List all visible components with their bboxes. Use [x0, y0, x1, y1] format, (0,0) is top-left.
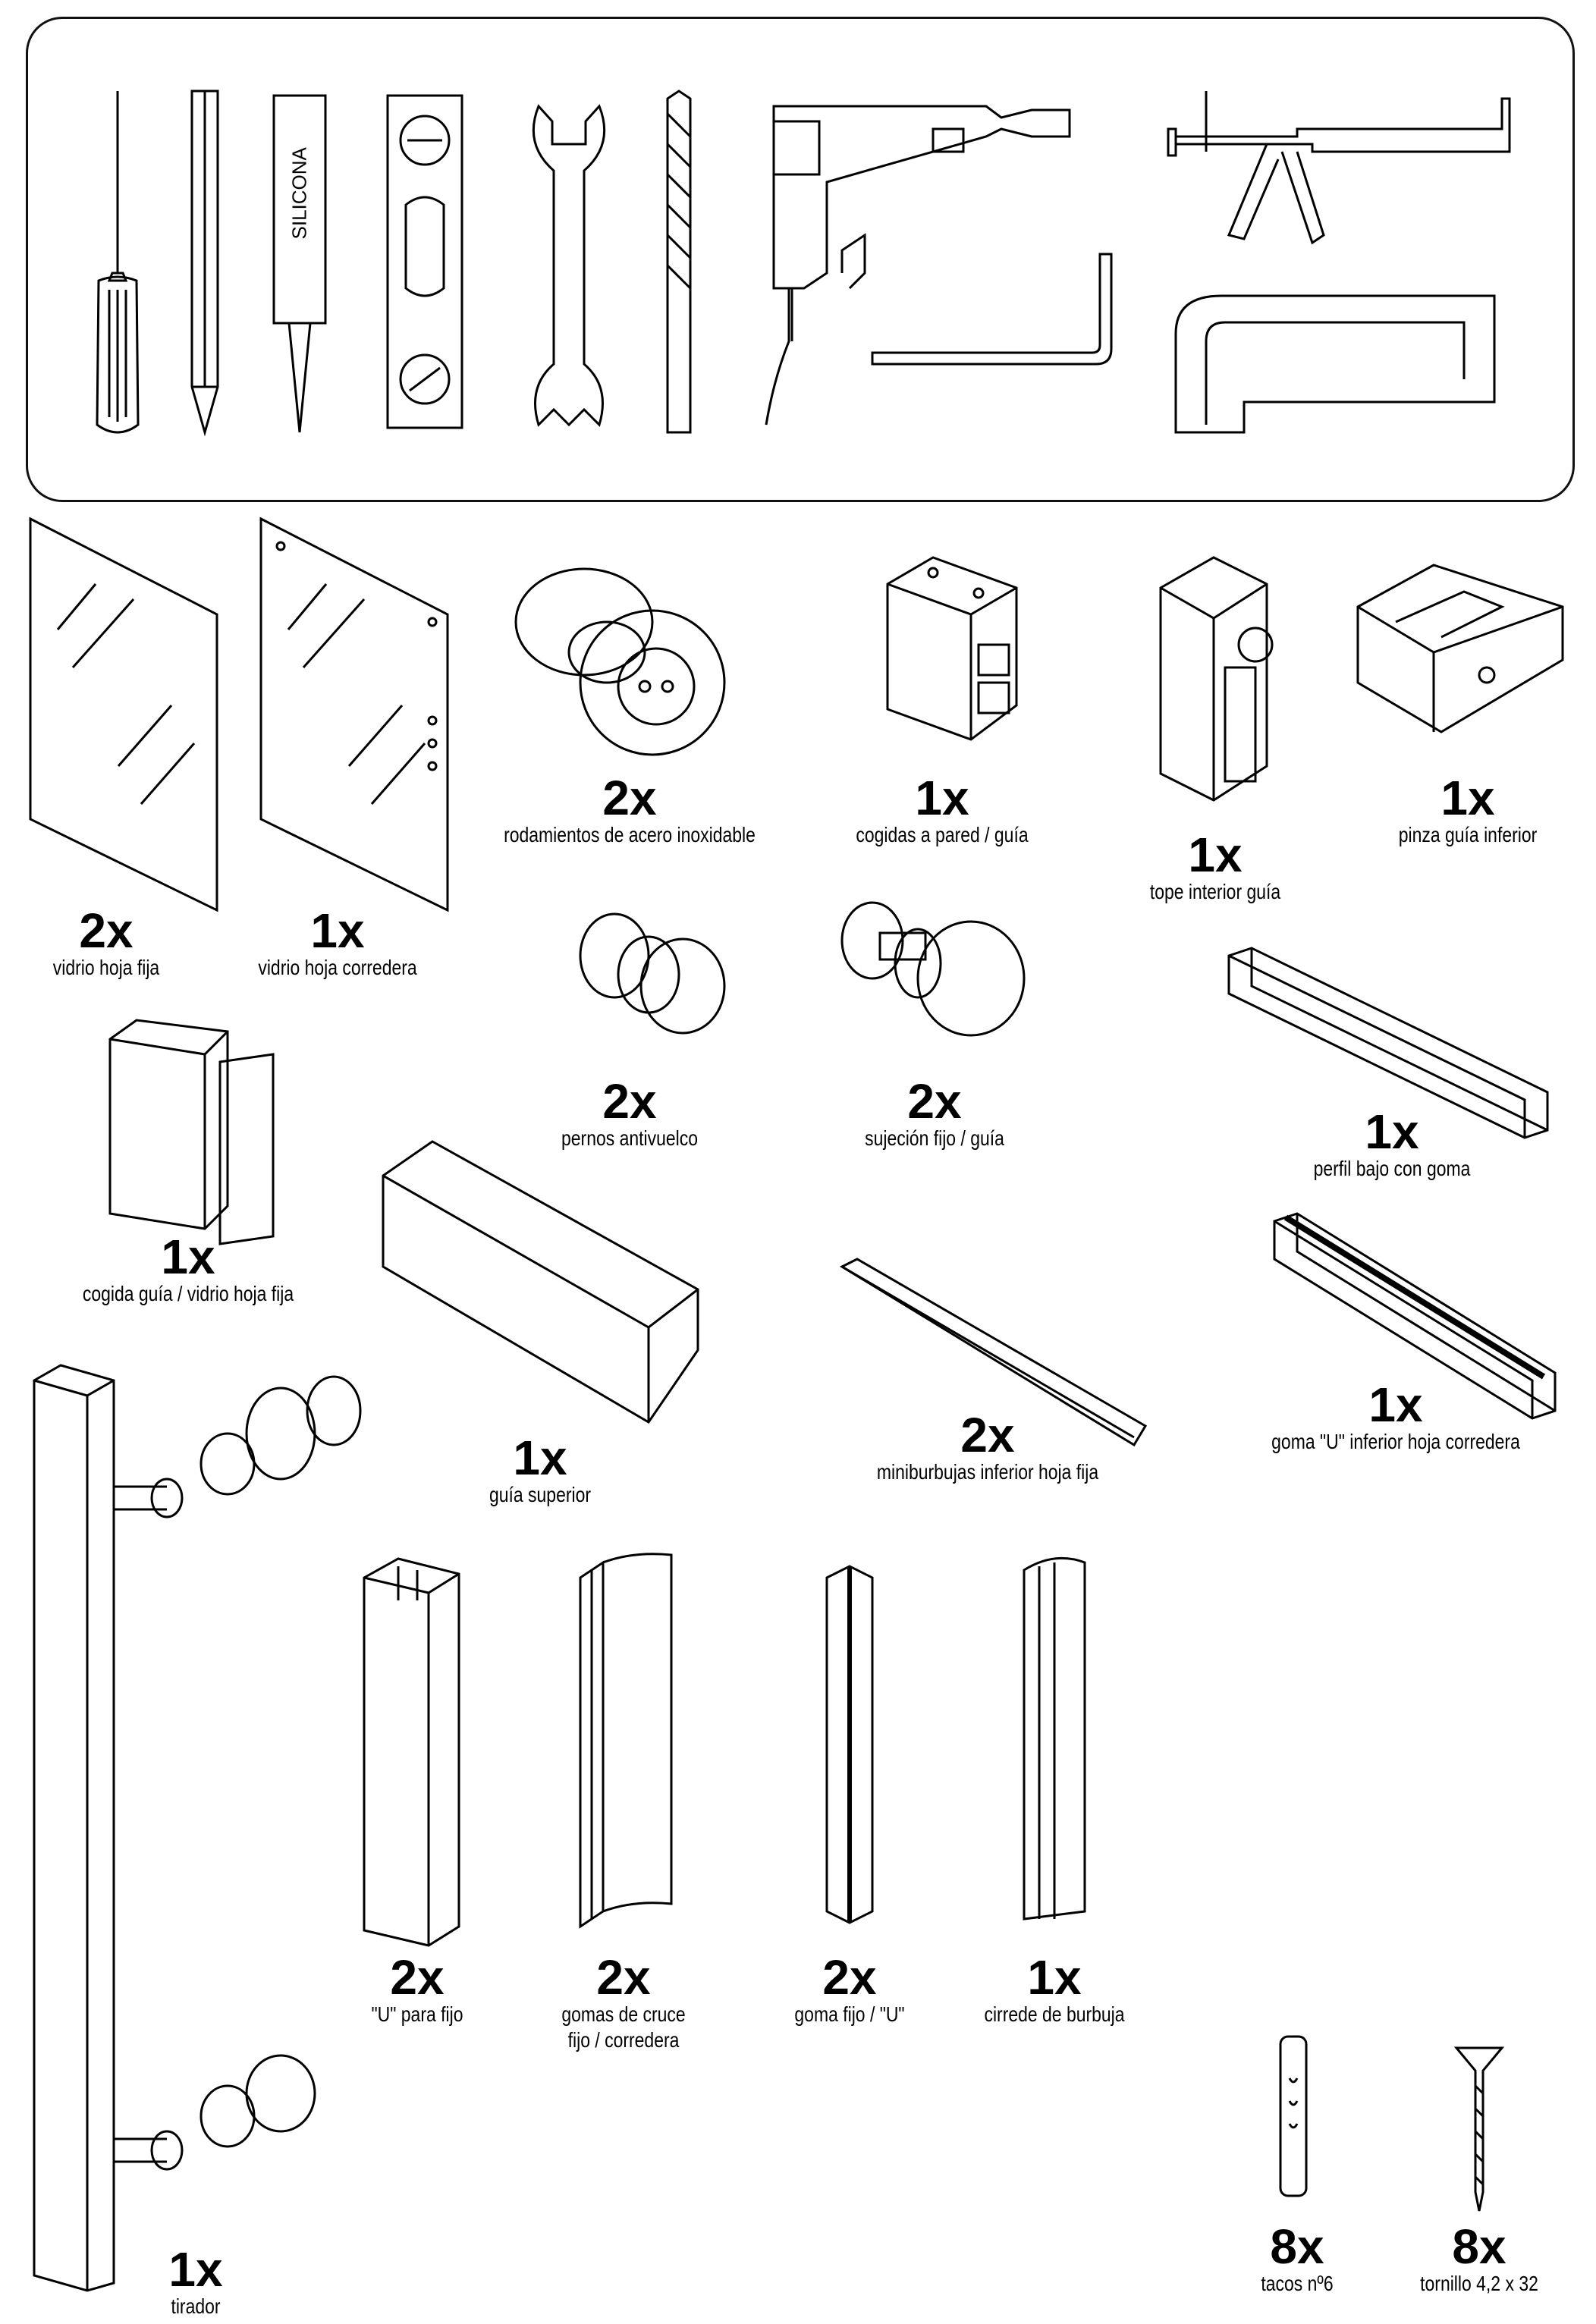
quantity: 2x	[79, 903, 134, 958]
silicone-label: SILICONA	[287, 147, 311, 240]
wall-bracket-icon	[880, 554, 1024, 743]
quantity: 1x	[1440, 771, 1495, 825]
quantity: 1x	[1368, 1377, 1423, 1432]
part-name: vidrio hoja fija	[52, 956, 160, 979]
part-name: "U" para fijo	[371, 2002, 463, 2026]
glass-guide-clamp-icon	[106, 1016, 281, 1244]
part-name: rodamientos de acero inoxidable	[504, 823, 756, 846]
part-label-cogida-guia-vidrio: 1x cogida guía / vidrio hoja fija	[59, 1233, 316, 1307]
bottom-u-rubber-icon	[1259, 1214, 1563, 1418]
quantity: 1x	[1027, 1950, 1082, 2005]
fixed-guide-fastener-icon	[834, 895, 1032, 1047]
bottom-profile-icon	[1214, 941, 1563, 1138]
part-name: guía superior	[489, 1483, 592, 1506]
quantity: 2x	[822, 1950, 877, 2005]
crossing-seal-icon	[573, 1547, 679, 1934]
door-handle-icon	[30, 1365, 364, 2291]
quantity: 2x	[960, 1408, 1015, 1462]
hacksaw-icon	[1161, 288, 1510, 440]
part-name: goma "U" inferior hoja corredera	[1271, 1430, 1520, 1453]
screwdriver-icon	[83, 91, 152, 440]
power-drill-icon	[759, 91, 1077, 440]
part-label-pernos-antivuelco: 2x pernos antivuelco	[546, 1077, 712, 1151]
quantity: 1x	[310, 903, 365, 958]
part-label-tacos: 8x tacos nº6	[1253, 2222, 1341, 2297]
quantity: 2x	[596, 1950, 651, 2005]
top-guide-icon	[379, 1138, 705, 1426]
part-label-tope-interior: 1x tope interior guía	[1136, 831, 1295, 905]
part-label-tornillo: 8x tornillo 4,2 x 32	[1407, 2222, 1551, 2297]
bubble-seal-rod-icon	[834, 1259, 1153, 1449]
part-name: cogidas a pared / guía	[856, 823, 1029, 846]
part-label-goma-fijo-u: 2x goma fijo / "U"	[782, 1953, 916, 2027]
part-name: cogida guía / vidrio hoja fija	[82, 1282, 294, 1305]
quantity: 1x	[1365, 1104, 1419, 1159]
glass-panel-sliding-icon	[258, 516, 455, 910]
quantity: 8x	[1270, 2219, 1324, 2274]
part-name: sujeción fijo / guía	[865, 1126, 1004, 1150]
part-name: miniburbujas inferior hoja fija	[876, 1460, 1099, 1484]
glass-panel-fixed-icon	[27, 516, 225, 910]
caulking-gun-icon	[1153, 83, 1517, 250]
quantity: 2x	[602, 771, 657, 825]
quantity: 1x	[161, 1230, 215, 1284]
anti-lift-bolt-icon	[569, 903, 736, 1039]
part-label-sujecion-fijo: 2x sujeción fijo / guía	[850, 1077, 1019, 1151]
part-name: pinza guía inferior	[1398, 823, 1538, 846]
part-label-u-para-fijo: 2x "U" para fijo	[361, 1953, 473, 2027]
screw-icon	[1453, 2040, 1506, 2215]
part-label-vidrio-hoja-corredera: 1x vidrio hoja corredera	[240, 906, 434, 981]
part-label-vidrio-hoja-fija: 2x vidrio hoja fija	[41, 906, 171, 981]
quantity: 2x	[602, 1074, 657, 1129]
part-label-rodamientos: 2x rodamientos de acero inoxidable	[476, 774, 784, 848]
silicone-tube-icon	[269, 91, 330, 432]
part-name: tornillo 4,2 x 32	[1420, 2272, 1538, 2295]
part-name: gomas de cruce fijo / corredera	[561, 2002, 686, 2052]
pencil-icon	[186, 91, 224, 432]
fixed-u-seal-icon	[819, 1562, 880, 1927]
part-label-cogidas-pared: 1x cogidas a pared / guía	[837, 774, 1047, 848]
part-name: pernos antivuelco	[561, 1126, 698, 1150]
part-label-miniburbujas: 2x miniburbujas inferior hoja fija	[853, 1411, 1123, 1485]
part-label-cirrede-burbuja: 1x cirrede de burbuja	[969, 1953, 1140, 2027]
wrench-icon	[523, 99, 614, 432]
part-name: tope interior guía	[1149, 880, 1281, 903]
part-name: tacos nº6	[1261, 2272, 1334, 2295]
quantity: 2x	[907, 1074, 962, 1129]
part-name: perfil bajo con goma	[1313, 1157, 1471, 1180]
part-label-guia-superior: 1x guía superior	[478, 1434, 602, 1508]
part-label-goma-u-inferior: 1x goma "U" inferior hoja corredera	[1244, 1380, 1547, 1455]
part-label-pinza-guia: 1x pinza guía inferior	[1384, 774, 1553, 848]
bubble-closure-icon	[1016, 1547, 1092, 1927]
end-stop-icon	[1153, 554, 1274, 804]
u-profile-fixed-icon	[360, 1555, 467, 1949]
spirit-level-icon	[383, 91, 467, 432]
quantity: 1x	[513, 1431, 567, 1485]
quantity: 8x	[1452, 2219, 1506, 2274]
quantity: 1x	[168, 2242, 223, 2297]
part-name: goma fijo / "U"	[794, 2002, 905, 2026]
part-label-perfil-bajo: 1x perfil bajo con goma	[1296, 1107, 1488, 1182]
bottom-guide-clamp-icon	[1350, 561, 1570, 736]
roller-bearing-icon	[501, 561, 728, 758]
drill-bit-icon	[660, 91, 698, 432]
quantity: 2x	[390, 1950, 445, 2005]
part-label-gomas-cruce: 2x gomas de cruce fijo / corredera	[548, 1953, 699, 2053]
tools-panel	[26, 17, 1575, 502]
part-name: vidrio hoja corredera	[258, 956, 417, 979]
quantity: 1x	[1188, 828, 1243, 882]
part-label-tirador: 1x tirador	[165, 2245, 225, 2319]
part-name: cirrede de burbuja	[984, 2002, 1125, 2026]
quantity: 1x	[915, 771, 969, 825]
allen-key-icon	[865, 250, 1138, 379]
part-name: tirador	[171, 2294, 221, 2318]
wall-plug-icon	[1274, 2033, 1312, 2200]
